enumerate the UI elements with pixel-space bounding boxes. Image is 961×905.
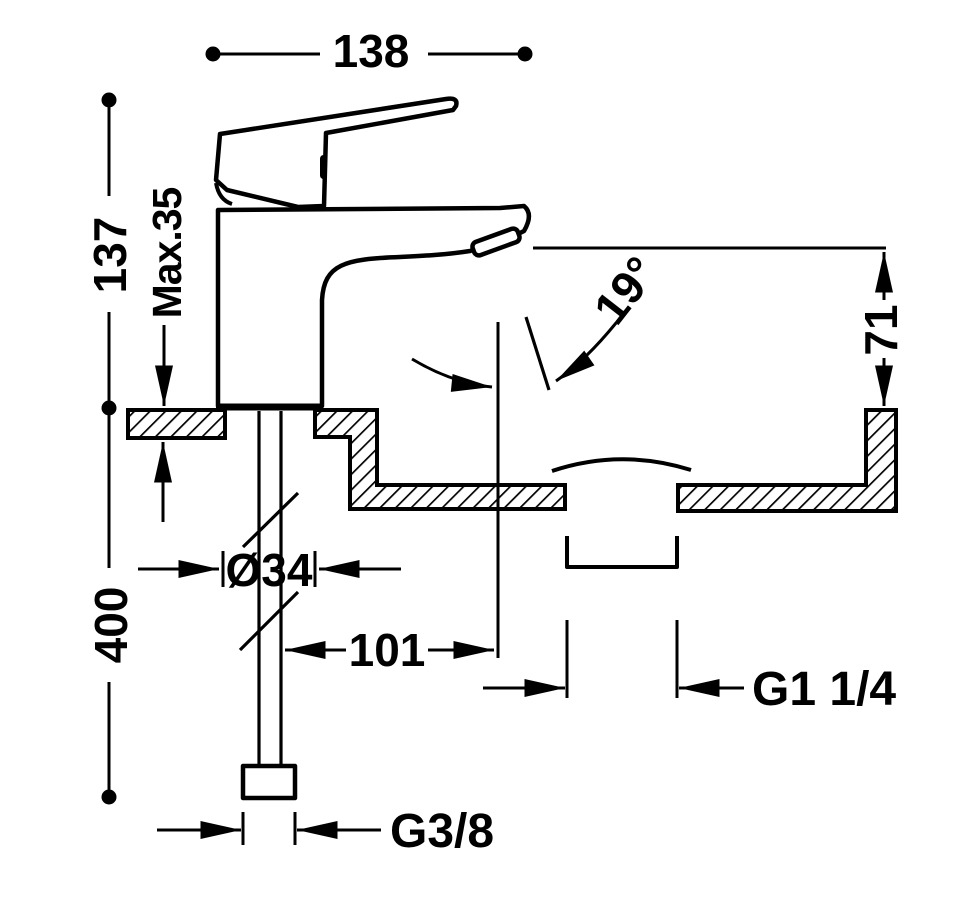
dim-overall-length: 138	[205, 25, 533, 77]
spout-outlet-height-label: 71	[855, 304, 907, 355]
handle-indicator-notch	[320, 155, 327, 179]
dim-left-vertical-chain: 137 400	[84, 92, 137, 805]
overall-length-label: 138	[333, 25, 410, 77]
dim-max-deck-thickness: Max.35	[144, 187, 190, 522]
hole-diameter-label: Ø34	[226, 544, 313, 596]
pipe-break-slash-lower	[238, 590, 300, 652]
dim-hole-diameter: Ø34	[138, 544, 401, 596]
basin-right-section	[676, 408, 898, 513]
dim-supply-thread: G3/8	[157, 805, 494, 858]
faucet-handle-outline	[213, 96, 459, 210]
dim-end-dot	[101, 789, 117, 805]
faucet-body-outline	[215, 203, 532, 409]
basin-bowl-curve	[551, 457, 692, 473]
supply-thread-label: G3/8	[390, 805, 494, 858]
hose-length-label: 400	[85, 587, 137, 664]
counter-cross-section	[126, 408, 898, 569]
dim-end-dot	[517, 46, 533, 62]
spout-offset-label: 101	[349, 624, 426, 676]
handle-base-fillet	[214, 182, 233, 206]
dim-spout-angle: 19°	[411, 247, 667, 658]
dim-waste-thread: G1 1/4	[483, 620, 896, 716]
counter-left-slab	[126, 408, 227, 440]
dim-end-dot	[101, 400, 117, 416]
dim-end-dot	[205, 46, 221, 62]
angle-reference-line	[524, 316, 551, 391]
drain-outline	[565, 536, 679, 569]
spout-angle-label: 19°	[583, 247, 667, 334]
max-deck-thickness-label: Max.35	[144, 187, 190, 318]
body-height-label: 137	[84, 217, 136, 294]
waste-thread-label: G1 1/4	[752, 663, 896, 716]
spout-aerator	[470, 226, 522, 258]
dim-end-dot	[101, 92, 117, 108]
faucet	[213, 96, 532, 801]
dim-spout-offset: 101	[285, 624, 494, 676]
pipe-break-slash-upper	[241, 491, 300, 549]
supply-hose-fitting	[240, 763, 298, 801]
dim-spout-outlet-height: 71	[533, 246, 907, 406]
basin-step-section	[313, 408, 567, 511]
